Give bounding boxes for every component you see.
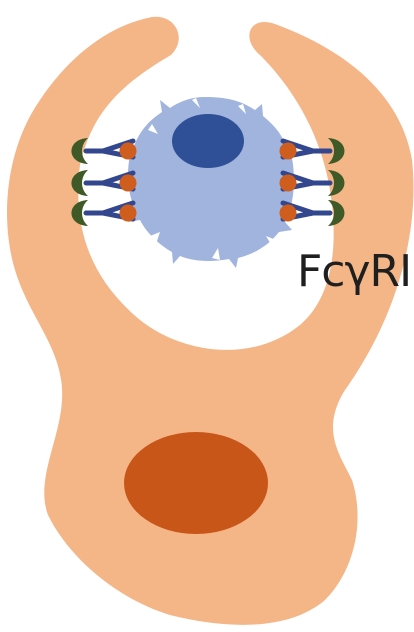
receptor-group-left [72,138,137,226]
fc-receptor-complex [280,200,345,226]
receptor-label: FcγRI [297,246,411,297]
fc-receptor-complex [72,138,137,164]
antigen-dot-icon [120,205,137,222]
fc-receptor-complex [72,200,137,226]
macrophage-nucleus [124,432,268,534]
target-cell-nucleus [172,114,244,168]
antigen-dot-icon [280,143,297,160]
antigen-dot-icon [120,143,137,160]
antigen-dot-icon [280,175,297,192]
antigen-dot-icon [120,175,137,192]
target-cell [122,97,294,268]
receptor-group-right [280,138,345,226]
antigen-dot-icon [280,205,297,222]
fc-receptor-complex [72,170,137,196]
